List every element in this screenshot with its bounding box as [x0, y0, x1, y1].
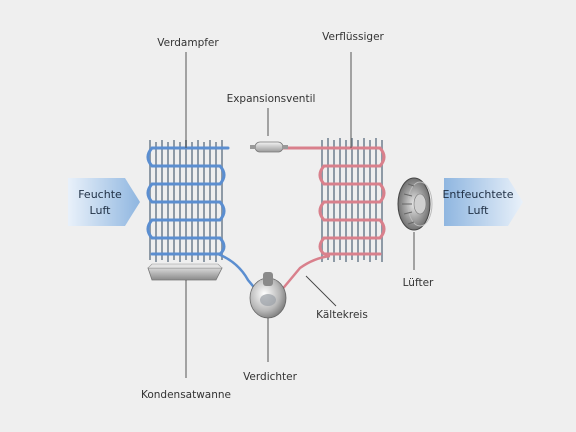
leader-refrigerant-circuit: [305, 275, 337, 307]
label-compressor: Verdichter: [243, 371, 298, 383]
humid-air-label-line2: Luft: [90, 204, 112, 217]
discharge-line: [279, 254, 331, 293]
condensate-tray: [147, 263, 223, 281]
evaporator-tube: [146, 146, 230, 256]
humid-air-arrow: Feuchte Luft: [68, 178, 140, 226]
expansion-valve: [250, 141, 288, 153]
label-refrigerant-circuit: Kältekreis: [316, 309, 368, 321]
label-fan: Lüfter: [403, 277, 434, 289]
label-evaporator: Verdampfer: [157, 37, 219, 49]
evaporator-coil: [146, 140, 230, 262]
leader-lines: [185, 52, 415, 378]
condenser-fins: [321, 138, 383, 262]
dehumidified-air-label-line2: Luft: [468, 204, 490, 217]
fan: [397, 177, 433, 231]
dehumidified-air-label-line1: Entfeuchtete: [442, 188, 513, 201]
humid-air-label-line1: Feuchte: [78, 188, 122, 201]
dehumidified-air-arrow: Entfeuchtete Luft: [442, 178, 523, 226]
suction-line: [217, 252, 259, 293]
condenser-coil: [280, 138, 386, 262]
compressor: [249, 272, 287, 319]
condenser-tube: [280, 146, 386, 256]
label-expansion-valve: Expansionsventil: [227, 93, 316, 105]
label-condensate-tray: Kondensatwanne: [141, 389, 231, 401]
label-condenser: Verflüssiger: [322, 31, 384, 43]
